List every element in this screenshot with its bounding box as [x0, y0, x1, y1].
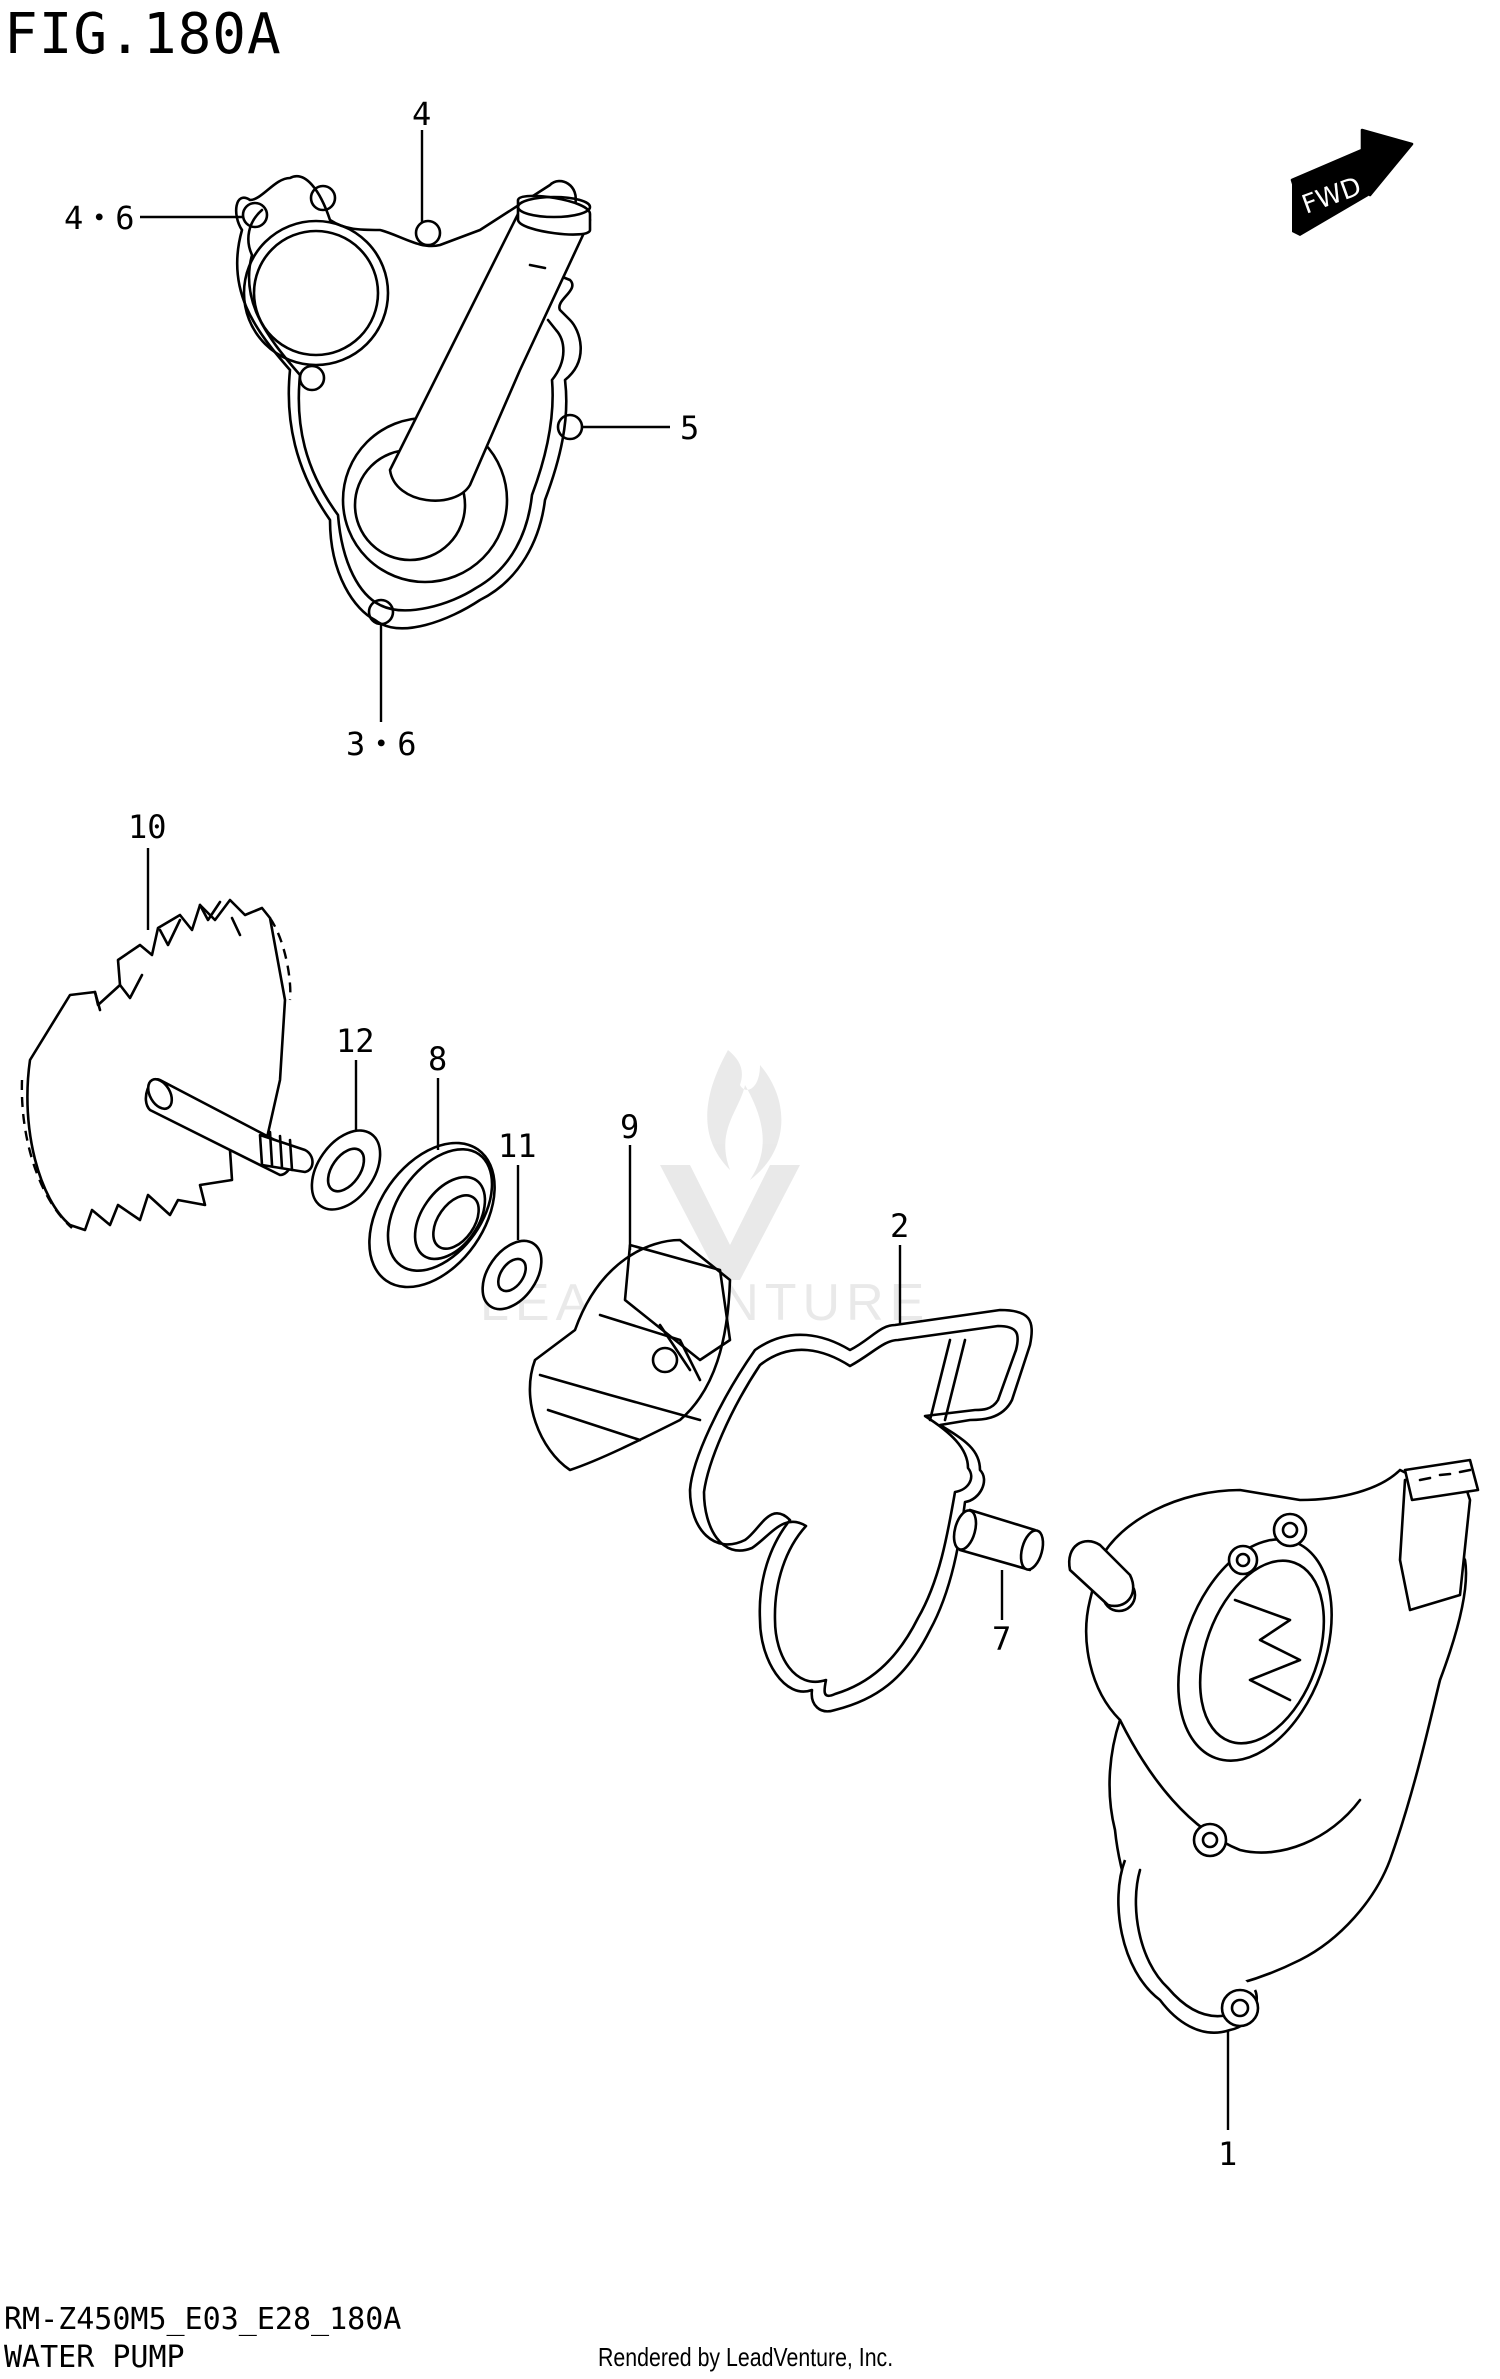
callout-10: 10	[128, 808, 167, 846]
callout-8: 8	[428, 1040, 447, 1078]
pump-cover	[234, 175, 592, 630]
callout-12: 12	[336, 1022, 375, 1060]
oil-seal	[310, 1129, 382, 1211]
model-code: RM-Z450M5_E03_E28_180A	[4, 2302, 402, 2337]
leader-lines-cover	[140, 130, 670, 722]
leader-lines-parts	[146, 848, 1230, 2130]
washer-11	[481, 1239, 543, 1311]
callout-4: 4	[412, 95, 431, 133]
pump-gear-shaft	[20, 898, 314, 1232]
callout-11: 11	[498, 1127, 537, 1165]
callout-4-6: 4・6	[64, 199, 135, 237]
mechanical-seal	[368, 1141, 496, 1289]
pump-body	[1067, 1458, 1480, 2034]
callout-9: 9	[620, 1108, 639, 1146]
render-credit: Rendered by LeadVenture, Inc.	[598, 2342, 894, 2372]
impeller	[528, 1238, 732, 1472]
callout-3-6: 3・6	[346, 725, 417, 763]
callout-labels: 4 4・6 5 3・6 10 12 8 11 9 2 7 1	[64, 95, 1237, 2173]
callout-7: 7	[992, 1620, 1011, 1658]
dowel-pin	[952, 1508, 1045, 1572]
callout-2: 2	[890, 1207, 909, 1245]
callout-1: 1	[1218, 2135, 1237, 2173]
figure-name: WATER PUMP	[4, 2340, 185, 2375]
figure-title: FIG.180A	[4, 2, 282, 67]
gasket	[688, 1308, 1033, 1713]
fwd-arrow-badge: FWD	[1290, 128, 1414, 236]
callout-5: 5	[680, 409, 699, 447]
